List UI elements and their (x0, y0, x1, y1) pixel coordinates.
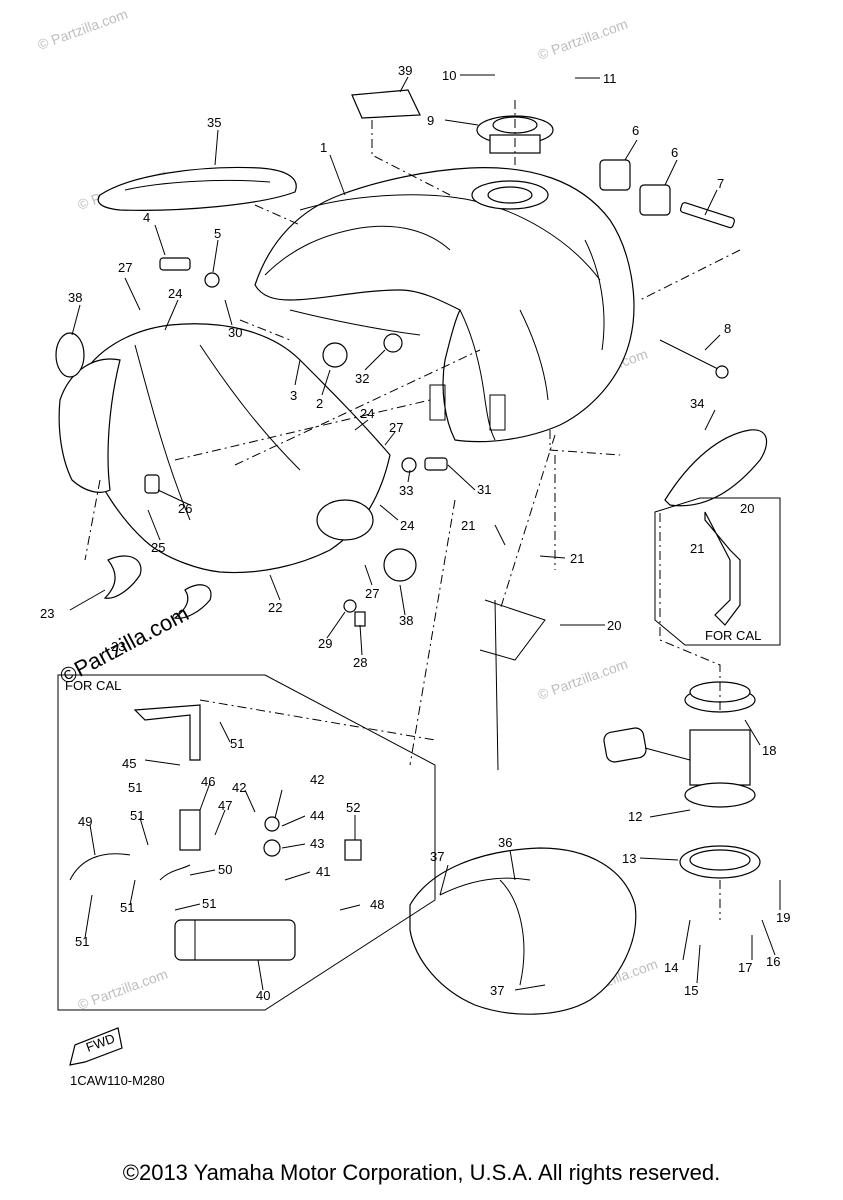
callout-18: 18 (762, 743, 776, 758)
callout-1: 1 (320, 140, 327, 155)
watermark: © Partzilla.com (536, 656, 630, 703)
callout-42b: 42 (310, 772, 324, 787)
callout-27a: 27 (118, 260, 132, 275)
callout-3: 3 (290, 388, 297, 403)
callout-8: 8 (724, 321, 731, 336)
callout-23a: 23 (40, 606, 54, 621)
callout-30: 30 (228, 325, 242, 340)
fuel-tank (254, 167, 635, 443)
for-cal-box-right: FOR CAL (654, 497, 781, 646)
callout-52: 52 (346, 800, 360, 815)
fwd-arrow: FWD (69, 1027, 123, 1066)
callout-40: 40 (256, 988, 270, 1003)
callout-11: 11 (603, 71, 617, 86)
callout-36: 36 (498, 835, 512, 850)
watermark: © Partzilla.com (536, 16, 630, 63)
side-cover (55, 323, 391, 574)
callout-25: 25 (151, 540, 165, 555)
callout-44: 44 (310, 808, 324, 823)
callout-2: 2 (316, 396, 323, 411)
callout-48: 48 (370, 897, 384, 912)
callout-37b: 37 (490, 983, 504, 998)
for-cal-label: FOR CAL (705, 628, 761, 643)
callout-12: 12 (628, 809, 642, 824)
hoses (69, 599, 546, 881)
lower-tank (409, 847, 637, 1015)
for-cal-box-left: FOR CAL (57, 674, 436, 1011)
callout-29: 29 (318, 636, 332, 651)
callout-20b: 20 (607, 618, 621, 633)
callout-21b: 21 (461, 518, 475, 533)
callout-24a: 24 (168, 286, 182, 301)
pump-gasket (679, 845, 761, 879)
callout-45: 45 (122, 756, 136, 771)
callout-15: 15 (684, 983, 698, 998)
callout-31: 31 (477, 482, 491, 497)
callout-37a: 37 (430, 849, 444, 864)
callout-49: 49 (78, 814, 92, 829)
callout-38a: 38 (68, 290, 82, 305)
callout-10: 10 (442, 68, 456, 83)
callout-38b: 38 (399, 613, 413, 628)
callout-14: 14 (664, 960, 678, 975)
callout-32: 32 (355, 371, 369, 386)
callout-20a: 20 (740, 501, 754, 516)
callout-6a: 6 (632, 123, 639, 138)
callout-21a: 21 (690, 541, 704, 556)
diagram-code: 1CAW110-M280 (70, 1073, 165, 1088)
callout-51e: 51 (202, 896, 216, 911)
watermark-large: ©Partzilla.com (56, 601, 193, 690)
callout-43: 43 (310, 836, 324, 851)
bolt-8 (659, 339, 729, 379)
callout-17: 17 (738, 960, 752, 975)
callout-27b: 27 (389, 420, 403, 435)
callout-51d: 51 (120, 900, 134, 915)
callout-5: 5 (214, 226, 221, 241)
callout-23b: 23 (111, 639, 125, 654)
callout-27c: 27 (365, 586, 379, 601)
callout-21c: 21 (570, 551, 584, 566)
callout-51b: 51 (128, 780, 142, 795)
callout-28: 28 (353, 655, 367, 670)
small-parts (103, 257, 448, 861)
callout-35: 35 (207, 115, 221, 130)
callout-51c: 51 (130, 808, 144, 823)
callout-50: 50 (218, 862, 232, 877)
canister (174, 919, 296, 961)
leader-lines (84, 100, 741, 920)
callout-6b: 6 (671, 145, 678, 160)
callout-51a: 51 (230, 736, 244, 751)
side-panel-34 (664, 429, 768, 507)
dampers (599, 159, 735, 229)
callout-16: 16 (766, 954, 780, 969)
callout-9: 9 (427, 113, 434, 128)
callout-4: 4 (143, 210, 150, 225)
copyright-notice: ©2013 Yamaha Motor Corporation, U.S.A. A… (122, 1160, 721, 1185)
watermark: © Partzilla.com (36, 6, 130, 53)
callout-42a: 42 (232, 780, 246, 795)
callout-24b: 24 (360, 406, 374, 421)
callout-34: 34 (690, 396, 704, 411)
fuel-pump (603, 681, 756, 808)
callout-leaders (69, 74, 781, 991)
callout-26: 26 (178, 501, 192, 516)
for-cal-label: FOR CAL (65, 678, 121, 693)
callout-33: 33 (399, 483, 413, 498)
callout-39: 39 (398, 63, 412, 78)
callout-19: 19 (776, 910, 790, 925)
callout-46: 46 (201, 774, 215, 789)
callout-7: 7 (717, 176, 724, 191)
callout-41: 41 (316, 864, 330, 879)
callout-47: 47 (218, 798, 232, 813)
callout-13: 13 (622, 851, 636, 866)
callout-24c: 24 (400, 518, 414, 533)
watermark: © Partzilla.com (76, 966, 170, 1013)
callout-51f: 51 (75, 934, 89, 949)
label-39 (351, 89, 421, 119)
callout-22: 22 (268, 600, 282, 615)
callout-labels: 1 2 3 4 5 6 6 7 8 9 10 11 12 13 14 15 16… (40, 63, 790, 1003)
tank-pad (97, 166, 297, 211)
